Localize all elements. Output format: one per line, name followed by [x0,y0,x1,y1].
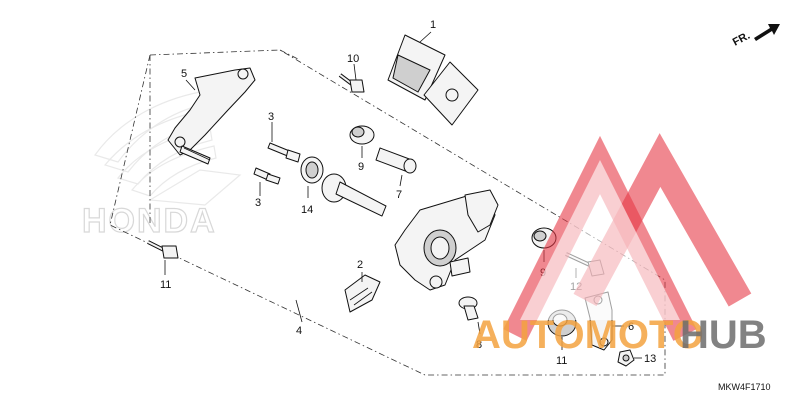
label-4: 4 [296,325,302,337]
label-1: 1 [430,19,436,31]
label-7: 7 [396,189,402,201]
bleeder-valve [458,296,479,321]
label-11-upper: 10 [347,53,359,65]
pin-boot-upper [349,125,375,145]
direction-label: FR. [731,30,752,49]
diagram-code: MKW4F1710 [718,382,771,392]
lead-7 [399,174,403,187]
caliper-piston [321,173,387,217]
piston-seal [300,156,324,184]
label-8: 8 [476,339,482,351]
watermark-brand-part1: AUTOMOTO [472,313,704,357]
flange-bolt-lower [147,240,179,259]
label-11-lower: 11 [160,279,171,291]
label-13: 13 [644,353,656,365]
pin-bolt-upper [267,142,301,163]
label-6: 6 [628,321,634,333]
label-3-upper: 3 [268,111,274,123]
watermark-logo [503,133,752,341]
direction-arrow-icon [754,24,780,41]
label-5: 5 [181,68,187,80]
stopper-nut [617,349,635,367]
label-14: 14 [301,204,313,216]
flange-bolt-upper [338,73,365,93]
caliper-assembly [394,189,499,291]
lead-8 [477,321,481,335]
label-9-upper: 9 [358,161,364,173]
label-10: 11 [556,355,567,367]
honda-logo-text: HONDA [82,202,217,240]
watermark-brand-part2: HUB [680,313,767,357]
lead-4 [295,299,303,323]
lead-1 [419,31,432,43]
label-2: 2 [357,259,363,271]
front-direction-indicator: FR. [731,24,780,49]
caliper-bracket [167,67,256,165]
label-3-lower: 3 [255,197,261,209]
slide-pin [375,147,417,174]
lead-5 [185,79,196,91]
pin-bolt-lower [253,167,281,185]
lead-11a [353,63,357,81]
brake-pad-set [387,34,479,126]
pad-spring [344,274,381,313]
